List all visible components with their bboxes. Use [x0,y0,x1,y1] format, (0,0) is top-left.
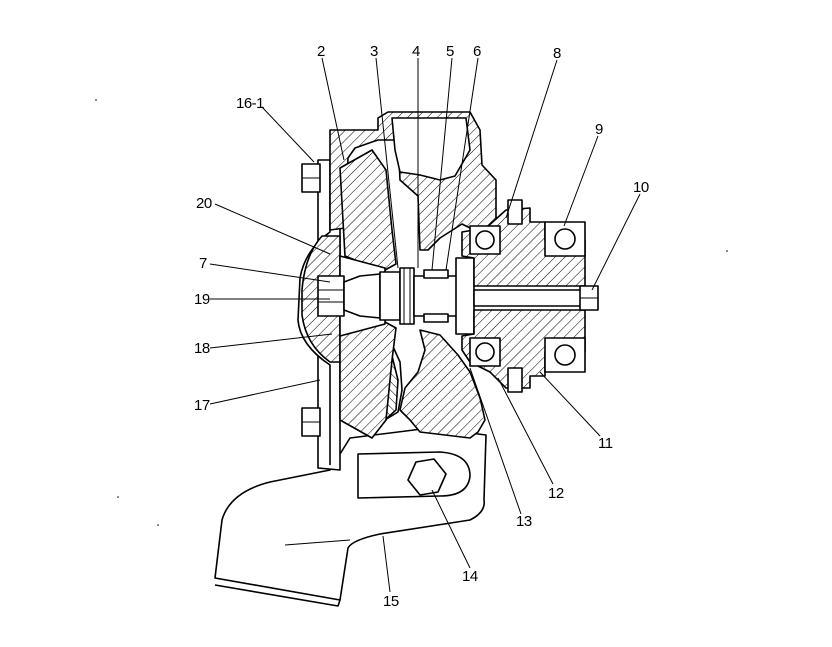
cover-plate [357,451,471,499]
label-15: 15 [383,593,399,610]
label-20: 20 [196,195,212,212]
label-3: 3 [370,43,378,60]
hex-nut [407,458,447,496]
shaft-end-nut [579,285,599,311]
scan-dots [95,99,728,526]
label-4: 4 [412,43,420,60]
label-12: 12 [548,485,564,502]
callout-labels: 16-1 2 3 4 5 6 8 9 10 20 7 19 18 17 11 1… [194,43,649,610]
bearing-lower-right [544,337,586,373]
label-10: 10 [633,179,649,196]
impeller-nut [317,273,381,319]
label-5: 5 [446,43,454,60]
label-7: 7 [199,255,207,272]
label-6: 6 [473,43,481,60]
pump-shaft [379,257,587,335]
label-13: 13 [516,513,532,530]
label-9: 9 [595,121,603,138]
bearing-upper-right [544,221,586,257]
bearing-housing [461,199,586,393]
bearing-lower-left [469,337,501,367]
label-11: 11 [598,435,613,452]
bearing-upper-left [469,225,501,255]
label-16-1: 16-1 [236,95,264,112]
leader-lines [209,57,641,593]
label-14: 14 [462,568,478,585]
label-18: 18 [194,340,210,357]
label-17: 17 [194,397,210,414]
label-8: 8 [553,45,561,62]
label-2: 2 [317,43,325,60]
label-19: 19 [194,291,210,308]
